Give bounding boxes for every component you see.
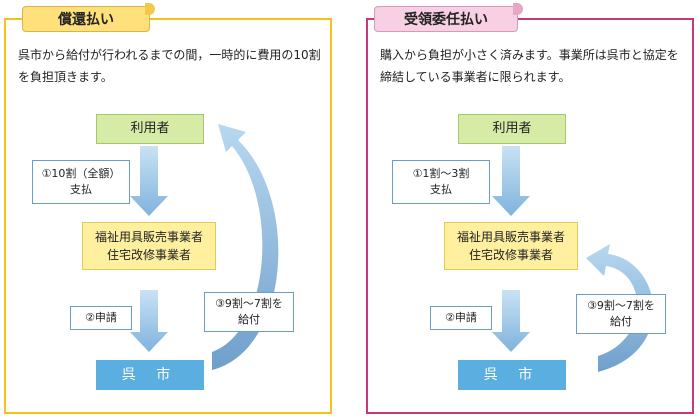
user-box: 利用者 [96, 114, 204, 144]
curved-return-arrow-icon [586, 244, 654, 372]
reimbursement-panel [4, 18, 332, 414]
user-box: 利用者 [458, 114, 566, 144]
delegated-payment-tab: 受領委任払い [374, 3, 523, 32]
provider-line2: 住宅改修事業者 [468, 248, 553, 262]
delegated-payment-description: 購入から負担が小さく済みます。事業所は呉市と協定を締結している事業者に限られます… [380, 48, 679, 84]
city-box: 呉 市 [96, 360, 204, 390]
city-box: 呉 市 [458, 360, 566, 390]
application-note: ②申請 [70, 306, 132, 330]
application-note: ②申請 [430, 306, 492, 330]
benefit-note-line2: 給付 [610, 315, 632, 328]
arrow-down-icon [130, 290, 168, 352]
benefit-note-line2: 給付 [238, 313, 260, 326]
reimbursement-tab-label: 償還払い [58, 12, 114, 28]
benefit-note-line1: ③9割～7割を [587, 299, 655, 312]
provider-box: 福祉用具販売事業者 住宅改修事業者 [82, 222, 216, 270]
benefit-note-line1: ③9割～7割を [215, 297, 283, 310]
benefit-note: ③9割～7割を 給付 [204, 292, 294, 332]
arrow-down-icon [492, 146, 530, 216]
delegated-payment-tab-label: 受領委任払い [404, 12, 488, 28]
payment-note: ①10割（全額） 支払 [32, 160, 130, 204]
benefit-note: ③9割～7割を 給付 [576, 294, 666, 334]
payment-note-line2: 支払 [430, 183, 452, 196]
scroll-curl-icon [145, 3, 155, 15]
reimbursement-tab: 償還払い [22, 3, 155, 32]
delegated-payment-panel [366, 18, 694, 414]
scroll-curl-icon [513, 3, 523, 15]
arrow-down-icon [492, 290, 530, 352]
payment-note-line1: ①10割（全額） [41, 167, 121, 180]
reimbursement-description: 呉市から給付が行われるまでの間，一時的に費用の10割を負担頂きます。 [18, 48, 321, 84]
provider-line2: 住宅改修事業者 [106, 248, 191, 262]
payment-note-line2: 支払 [70, 183, 92, 196]
payment-note: ①1割～3割 支払 [392, 160, 490, 204]
payment-note-line1: ①1割～3割 [412, 167, 470, 180]
provider-box: 福祉用具販売事業者 住宅改修事業者 [444, 222, 578, 270]
curved-return-arrow-icon [212, 124, 279, 370]
provider-line1: 福祉用具販売事業者 [94, 230, 203, 244]
arrow-down-icon [130, 146, 168, 216]
provider-line1: 福祉用具販売事業者 [456, 230, 565, 244]
